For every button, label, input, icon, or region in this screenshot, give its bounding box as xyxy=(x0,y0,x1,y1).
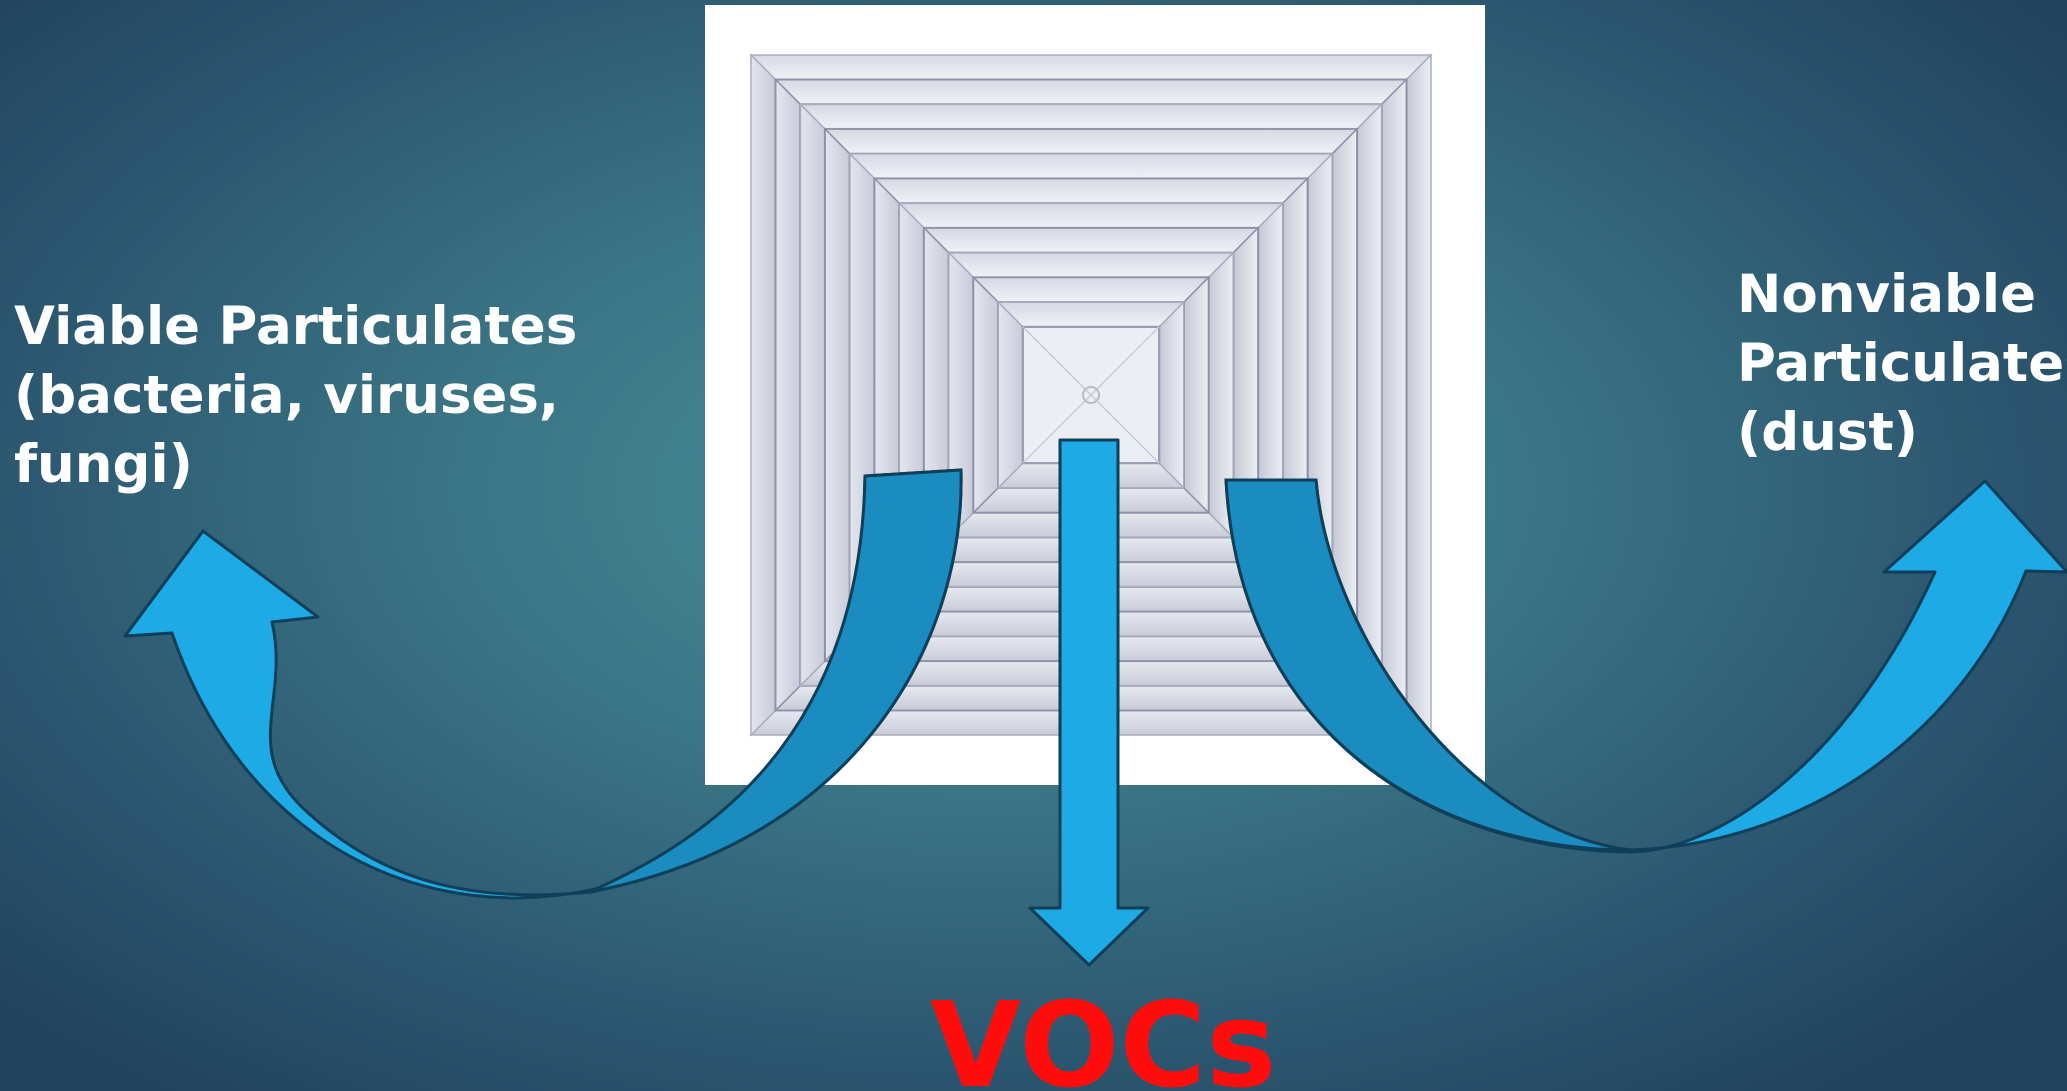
down-arrow-body xyxy=(1030,440,1148,965)
down-arrow xyxy=(1030,440,1148,965)
viable-particulates-label: Viable Particulates (bacteria, viruses, … xyxy=(14,292,654,499)
left-arrow-inner-band xyxy=(590,470,961,892)
vocs-label: VOCs xyxy=(930,985,1310,1091)
right-curved-arrow xyxy=(1226,480,2067,852)
left-curved-arrow xyxy=(125,470,961,898)
nonviable-particulates-label: Nonviable Particulates (dust) xyxy=(1737,260,2067,467)
right-arrow-inner-band xyxy=(1226,480,1630,850)
